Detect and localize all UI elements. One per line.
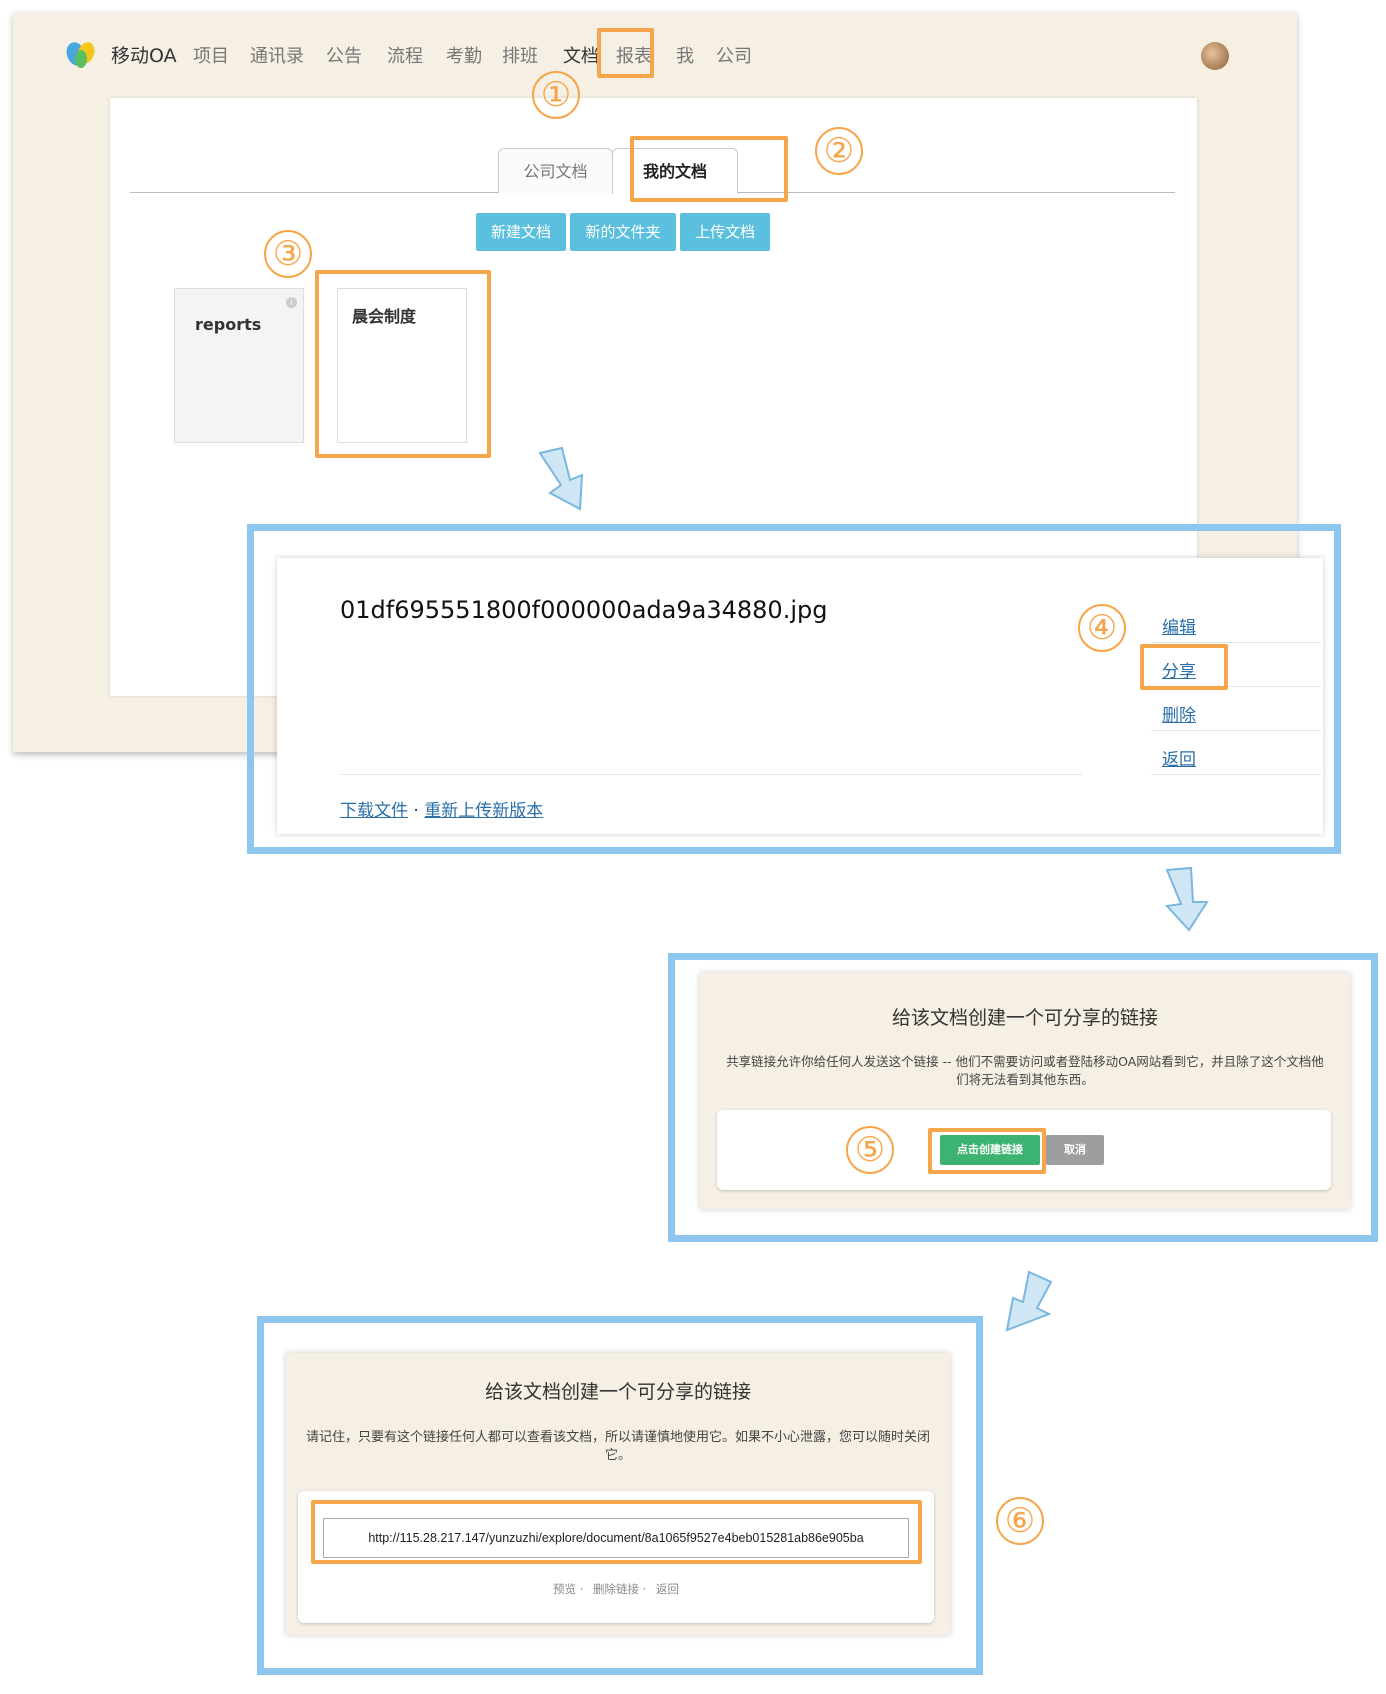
step-2-marker: ② xyxy=(815,127,863,175)
action-divider xyxy=(1151,774,1321,775)
app-logo-icon xyxy=(66,42,95,68)
highlight-my-docs-tab xyxy=(630,136,788,202)
link-separator: · xyxy=(642,1582,647,1596)
share-dialog: 给该文档创建一个可分享的链接 共享链接允许你给任何人发送这个链接 -- 他们不需… xyxy=(700,973,1350,1209)
nav-announcements[interactable]: 公告 xyxy=(326,46,362,67)
share-link[interactable]: 分享 xyxy=(1162,662,1196,682)
step-1-marker: ① xyxy=(532,71,580,119)
user-avatar[interactable] xyxy=(1201,42,1229,70)
down-arrow-icon xyxy=(1164,866,1209,932)
nav-me[interactable]: 我 xyxy=(676,46,694,67)
callout-frame-share-result xyxy=(257,1316,983,1675)
folder-name: 晨会制度 xyxy=(352,307,417,326)
folder-reports[interactable]: reports i xyxy=(174,288,304,443)
folder-name: reports xyxy=(195,315,262,334)
nav-projects[interactable]: 项目 xyxy=(193,46,229,67)
folder-morning-meeting[interactable]: 晨会制度 xyxy=(337,288,467,443)
delete-link[interactable]: 删除 xyxy=(1162,706,1196,726)
step-5-marker: ⑤ xyxy=(846,1126,894,1174)
new-folder-button[interactable]: 新的文件夹 xyxy=(570,213,676,251)
cancel-button[interactable]: 取消 xyxy=(1046,1135,1104,1165)
download-file-link[interactable]: 下载文件 xyxy=(340,801,408,821)
back-link[interactable]: 返回 xyxy=(655,1582,679,1596)
file-actions-row: 下载文件 · 重新上传新版本 xyxy=(340,796,543,821)
share-link-actions: 预览 · 删除链接 · 返回 xyxy=(298,1581,934,1597)
nav-schedule[interactable]: 排班 xyxy=(502,46,538,67)
nav-workflow[interactable]: 流程 xyxy=(387,46,423,67)
step-3-marker: ③ xyxy=(264,230,312,278)
dialog-title: 给该文档创建一个可分享的链接 xyxy=(484,1381,751,1403)
highlight-share-url xyxy=(311,1500,922,1564)
app-name[interactable]: 移动OA xyxy=(111,45,177,67)
edit-link[interactable]: 编辑 xyxy=(1162,618,1196,638)
content-divider xyxy=(340,774,1082,775)
top-navbar: 移动OA 项目 通讯录 公告 流程 考勤 排班 文档 报表 我 公司 xyxy=(13,12,1297,92)
dialog-action-card: 点击创建链接 取消 xyxy=(717,1110,1331,1190)
create-link-button[interactable]: 点击创建链接 xyxy=(940,1135,1040,1165)
nav-company[interactable]: 公司 xyxy=(716,46,752,67)
info-icon[interactable]: i xyxy=(286,297,297,308)
share-link-card: http://115.28.217.147/yunzuzhi/explore/d… xyxy=(298,1491,934,1623)
callout-frame-file xyxy=(247,524,1341,854)
link-separator: · xyxy=(579,1582,584,1596)
step-4-marker: ④ xyxy=(1078,604,1126,652)
down-arrow-icon xyxy=(538,446,584,511)
nav-contacts[interactable]: 通讯录 xyxy=(250,46,304,67)
file-name: 01df695551800f000000ada9a34880.jpg xyxy=(340,596,828,624)
nav-reports[interactable]: 报表 xyxy=(616,46,652,67)
highlight-share-link xyxy=(1140,644,1228,690)
highlight-nav-documents xyxy=(597,28,654,78)
action-divider xyxy=(1151,686,1321,687)
dialog-description: 请记住，只要有这个链接任何人都可以查看该文档，所以请谨慎地使用它。如果不小心泄露… xyxy=(306,1430,931,1463)
new-document-button[interactable]: 新建文档 xyxy=(476,213,566,251)
back-link[interactable]: 返回 xyxy=(1162,750,1196,770)
share-result-dialog: 给该文档创建一个可分享的链接 请记住，只要有这个链接任何人都可以查看该文档，所以… xyxy=(286,1353,950,1635)
delete-share-link[interactable]: 删除链接 xyxy=(593,1582,639,1596)
down-arrow-icon xyxy=(1005,1270,1053,1332)
preview-link[interactable]: 预览 xyxy=(553,1582,577,1596)
reupload-link[interactable]: 重新上传新版本 xyxy=(424,801,544,821)
highlight-create-link-button xyxy=(928,1128,1046,1174)
tab-company-docs[interactable]: 公司文档 xyxy=(498,148,613,193)
nav-attendance[interactable]: 考勤 xyxy=(446,46,482,67)
dialog-title: 给该文档创建一个可分享的链接 xyxy=(891,1007,1158,1029)
dialog-description: 共享链接允许你给任何人发送这个链接 -- 他们不需要访问或者登陆移动OA网站看到… xyxy=(726,1054,1324,1087)
share-url-field[interactable]: http://115.28.217.147/yunzuzhi/explore/d… xyxy=(323,1518,909,1558)
highlight-folder xyxy=(315,270,491,458)
action-divider xyxy=(1151,642,1321,643)
link-separator: · xyxy=(413,801,419,821)
callout-frame-share-dialog xyxy=(668,953,1378,1242)
nav-documents[interactable]: 文档 xyxy=(563,46,599,67)
file-detail-panel: 01df695551800f000000ada9a34880.jpg 编辑 分享… xyxy=(277,558,1323,834)
action-divider xyxy=(1151,730,1321,731)
upload-document-button[interactable]: 上传文档 xyxy=(680,213,770,251)
step-6-marker: ⑥ xyxy=(996,1497,1044,1545)
